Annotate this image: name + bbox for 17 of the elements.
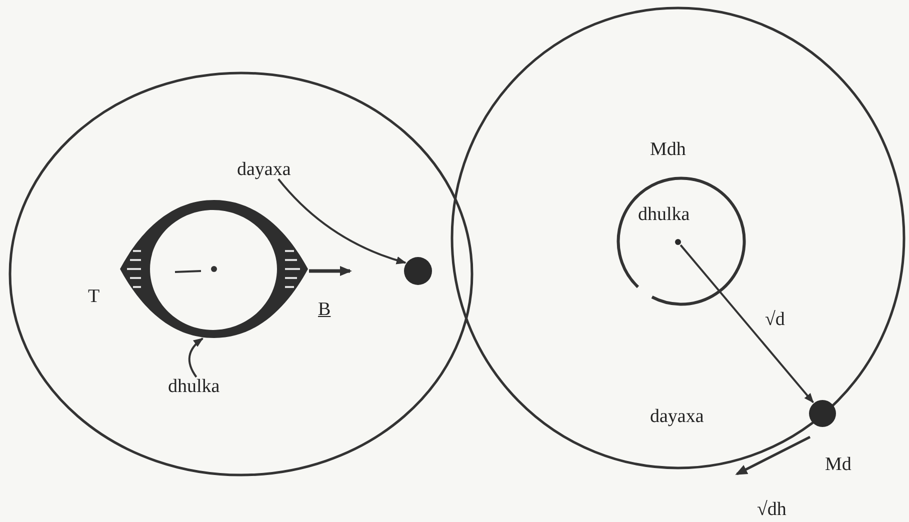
arrow [680,244,814,404]
callout-label: dayaxa [237,160,291,179]
node-caption: Md [825,455,852,474]
leader-line [188,338,204,378]
callout-label: dhulka [168,377,220,396]
earth-drawing [119,199,309,339]
center-dot [674,238,682,246]
node-label: dhulka [638,205,690,224]
label: T [88,287,100,306]
leader-line [278,178,406,264]
label: Mdh [650,140,686,159]
edge-label: √d [765,310,785,329]
node-caption: B [318,300,331,319]
label: dayaxa [650,407,704,426]
satellite-dot [403,256,433,286]
label: √dh [757,500,786,519]
satellite-dot [808,399,837,428]
